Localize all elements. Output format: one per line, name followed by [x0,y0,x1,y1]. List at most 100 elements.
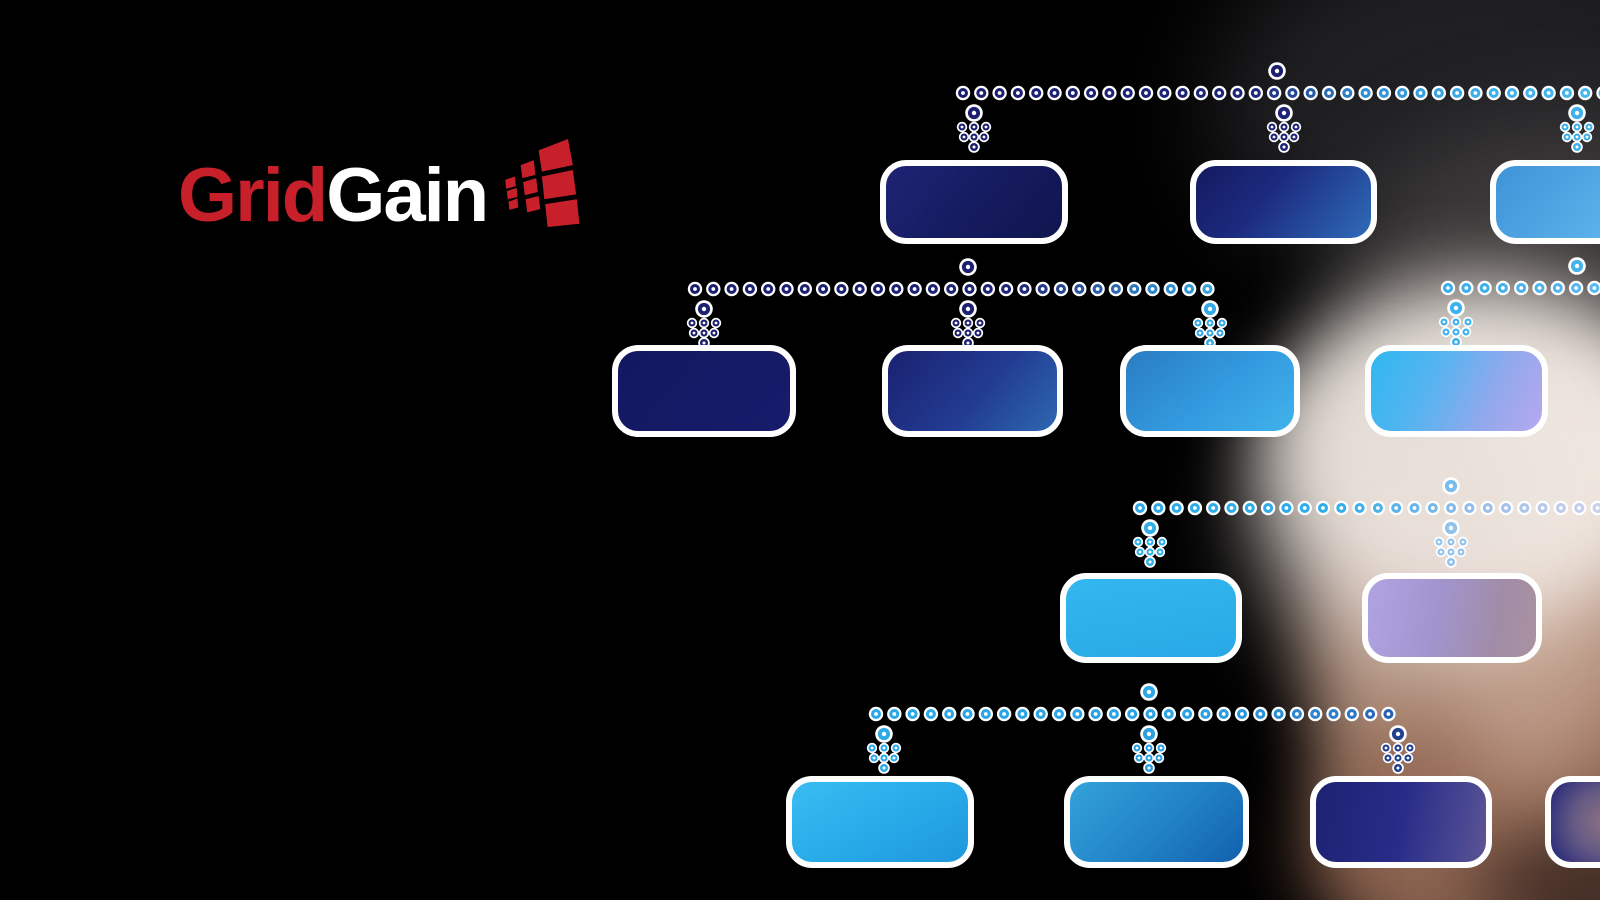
connector-bead [1157,85,1172,101]
connector-bead [1523,85,1538,101]
connector-bead [724,281,739,297]
connector-bead [1376,85,1392,101]
connector-bead [887,706,902,722]
arrow-stem-dot [1275,104,1293,122]
node-r1-b [1190,160,1377,244]
connector-bead [1053,281,1069,297]
connector-bead [996,706,1012,722]
connector-bead [980,281,995,297]
connector-bead [742,281,758,297]
arrow-head-dot [1583,121,1595,133]
connector-bead [1449,85,1465,101]
arrow-tip-dot [1144,556,1156,568]
arrow-head-dot [1204,317,1216,329]
arrow-head-dot [980,121,992,133]
arrow-head-dot [1382,752,1394,764]
connector-bead [1163,281,1179,297]
arrow-head-dot [950,317,962,329]
connector-bead [1083,85,1099,101]
grid-icon-cell [507,187,518,200]
connector-bead [1344,706,1360,722]
node-r4-d [1545,776,1600,868]
connector-bead [1431,85,1447,101]
node-r3-a [1060,573,1242,663]
arrow-stem-dot [1201,300,1219,318]
connector-bead [1587,280,1600,296]
node-r4-a [786,776,974,868]
connector-bead [1047,85,1062,101]
connector-bead [978,706,993,722]
parent-link-dot [1568,257,1586,275]
arrow-head-dot [878,742,890,754]
arrow-stem-dot [875,725,893,743]
arrow-head-dot [1134,546,1146,558]
connector-bead [706,281,721,297]
connector-bead [1212,85,1227,101]
arrow-head-dot [1278,131,1290,143]
connector-bead [1289,706,1305,722]
connector-bead [1279,500,1294,516]
parent-link-dot [1268,62,1286,80]
connector-bead [907,281,922,297]
arrow-head-dot [1581,131,1593,143]
connector-bead [1175,85,1190,101]
arrow-head-dot [1438,316,1450,328]
arrow-head-dot [890,742,902,754]
arrow-head-dot [1457,536,1469,548]
arrow-head-dot [1154,546,1166,558]
connector-bead [923,706,939,722]
node-r2-c [1120,345,1300,437]
arrow-head-dot [1155,742,1167,754]
arrow-tip-dot [1143,762,1155,774]
connector-bead [1315,500,1331,516]
arrow-stem-dot [1442,519,1460,537]
connector-bead [1572,500,1587,516]
grid-icon-cell [508,198,519,210]
connector-bead [1253,706,1268,722]
connector-bead [1108,281,1124,297]
arrow-head-dot [1214,327,1226,339]
connector-bead [1138,85,1154,101]
connector-bead [1234,706,1250,722]
connector-bead [852,281,867,297]
connector-bead [1065,85,1081,101]
connector-bead [1381,706,1396,722]
gridgain-wordmark: GridGain [178,158,489,234]
arrow-head-dot [1561,131,1573,143]
connector-bead [1440,280,1456,296]
arrow-head-dot [1450,326,1462,338]
connector-bead [779,281,794,297]
arrow-head-dot [1132,536,1144,548]
connector-bead [1248,85,1264,101]
connector-bead [1151,500,1166,516]
node-r2-b [882,345,1063,437]
connector-bead [1088,706,1103,722]
arrow-head-dot [888,752,900,764]
gridgain-grid-icon [505,139,580,227]
connector-bead [1102,85,1117,101]
connector-bead [1395,85,1410,101]
arrow-stem-dot [1140,725,1158,743]
connector-bead [1161,706,1177,722]
arrow-head-dot [698,327,710,339]
connector-bead [962,281,977,297]
connector-bead [1017,281,1032,297]
grid-icon-cell [525,196,541,213]
arrow-head-dot [708,327,720,339]
connector-bead [687,281,703,297]
connector-bead [1559,85,1575,101]
connector-bead [905,706,920,722]
arrow-head-dot [688,327,700,339]
arrow-head-dot [1216,317,1228,329]
connector-bead [1334,500,1349,516]
connector-bead [1266,85,1282,101]
arrow-head-dot [1268,131,1280,143]
connector-bead [1326,706,1341,722]
connector-bead [1358,85,1373,101]
arrow-head-dot [1462,316,1474,328]
connector-bead [944,281,959,297]
connector-bead [1181,281,1197,297]
